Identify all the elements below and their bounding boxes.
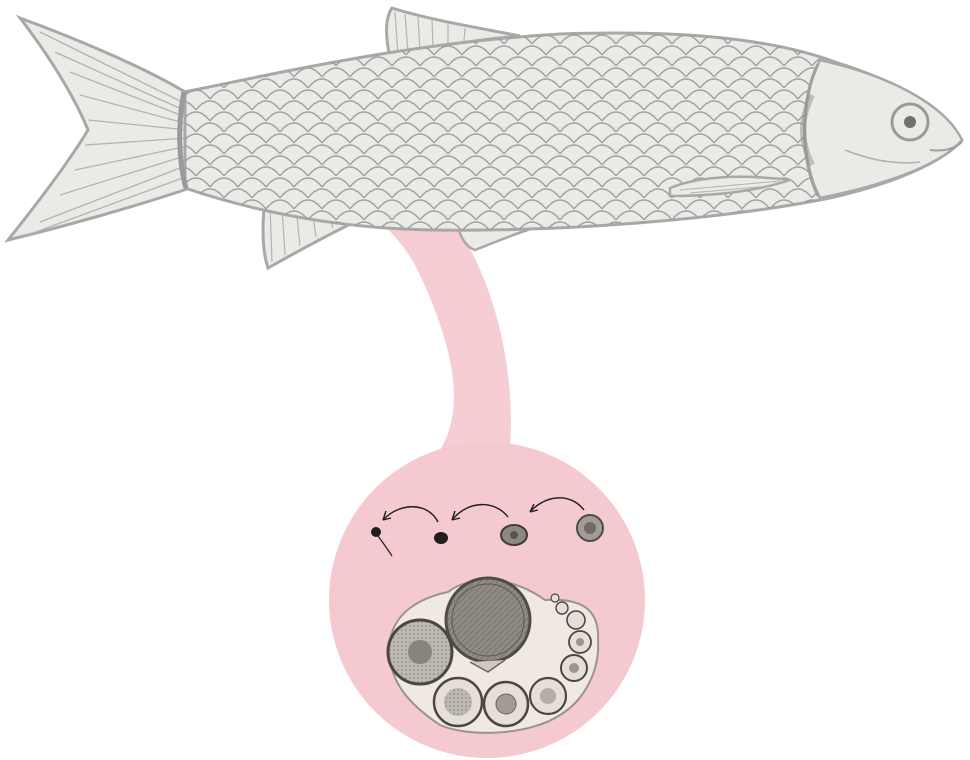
oocyte-right-4	[556, 602, 568, 614]
stage-2-cell	[434, 532, 448, 544]
oocyte-right-3	[567, 611, 585, 629]
oocyte-right-5	[551, 594, 559, 602]
tissue-section	[388, 578, 598, 733]
fish-head	[805, 60, 962, 198]
fish-illustration	[8, 8, 962, 268]
large-oocyte	[446, 578, 530, 662]
tail-fin	[8, 18, 190, 240]
magnified-section	[329, 442, 645, 758]
stage-1-cell	[371, 527, 381, 537]
